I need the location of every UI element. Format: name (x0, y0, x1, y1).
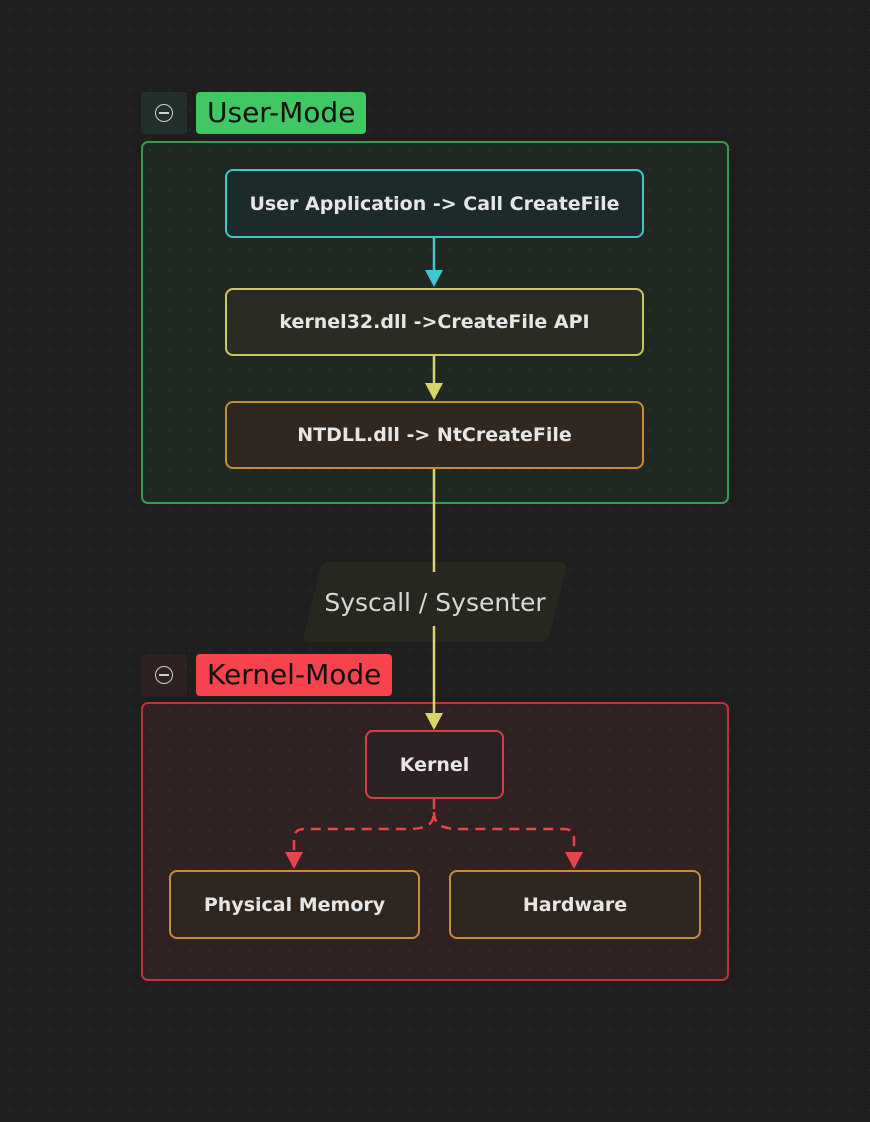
node-user-application[interactable]: User Application -> Call CreateFile (225, 169, 644, 238)
collapse-kernel-mode-button[interactable] (141, 654, 187, 696)
edge-kernel32-to-ntdll (425, 356, 443, 400)
edge-user-app-to-kernel32 (425, 238, 443, 287)
node-kernel[interactable]: Kernel (365, 730, 504, 799)
syscall-edge-label: Syscall / Sysenter (312, 562, 558, 642)
kernel-mode-group-label: Kernel-Mode (196, 654, 393, 696)
user-mode-group-label: User-Mode (196, 92, 367, 134)
node-ntdll[interactable]: NTDLL.dll -> NtCreateFile (225, 401, 644, 469)
minus-circle-icon (155, 104, 173, 122)
syscall-label-text: Syscall / Sysenter (324, 587, 546, 617)
edge-kernel-to-devices (292, 799, 576, 856)
collapse-user-mode-button[interactable] (141, 92, 187, 134)
node-physical-memory[interactable]: Physical Memory (169, 870, 420, 939)
node-kernel32[interactable]: kernel32.dll ->CreateFile API (225, 288, 644, 356)
minus-circle-icon (155, 666, 173, 684)
node-hardware[interactable]: Hardware (449, 870, 701, 939)
